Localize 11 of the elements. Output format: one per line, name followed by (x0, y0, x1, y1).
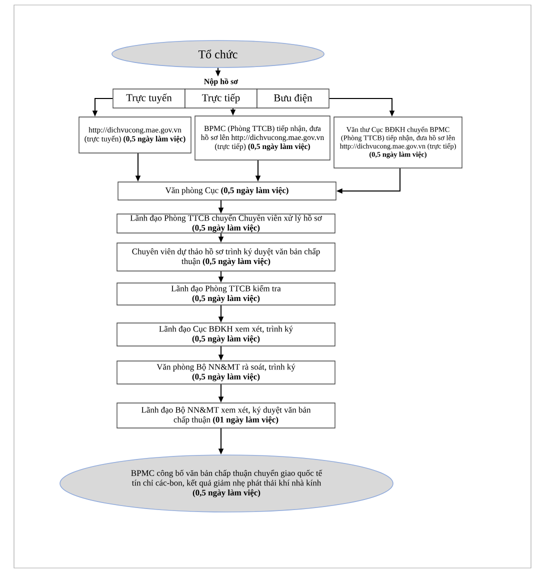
process-box: Lãnh đạo Cục BĐKH xem xét, trình ký (0,5 ngày làm việc) (116, 322, 336, 346)
process-box: Lãnh đạo Phòng TTCB kiểm tra (0,5 ngày làm việc) (116, 282, 336, 306)
process-box: Văn phòng Bộ NN&MT rà soát, trình ký (0,5 ngày làm việc) (116, 360, 336, 384)
process-box: Lãnh đạo Bộ NN&MT xem xét, ký duyệt văn bản chấp thuận (01 ngày làm việc) (116, 402, 336, 428)
option-box: Trực tuyến (112, 88, 186, 108)
process-box: Lãnh đạo Phòng TTCB chuyển Chuyên viên xử lý hồ sơ (0,5 ngày làm việc) (116, 214, 336, 234)
process-box: Văn phòng Cục (0,5 ngày làm việc) (118, 182, 336, 200)
option-box: Bưu điện (256, 88, 330, 108)
step-label: Nộp hồ sơ (204, 78, 238, 86)
process-box: Chuyên viên dự thảo hồ sơ trình ký duyệt văn bản chấp thuận (0,5 ngày làm việc) (116, 242, 336, 272)
option-box: Trực tiếp (184, 88, 258, 108)
